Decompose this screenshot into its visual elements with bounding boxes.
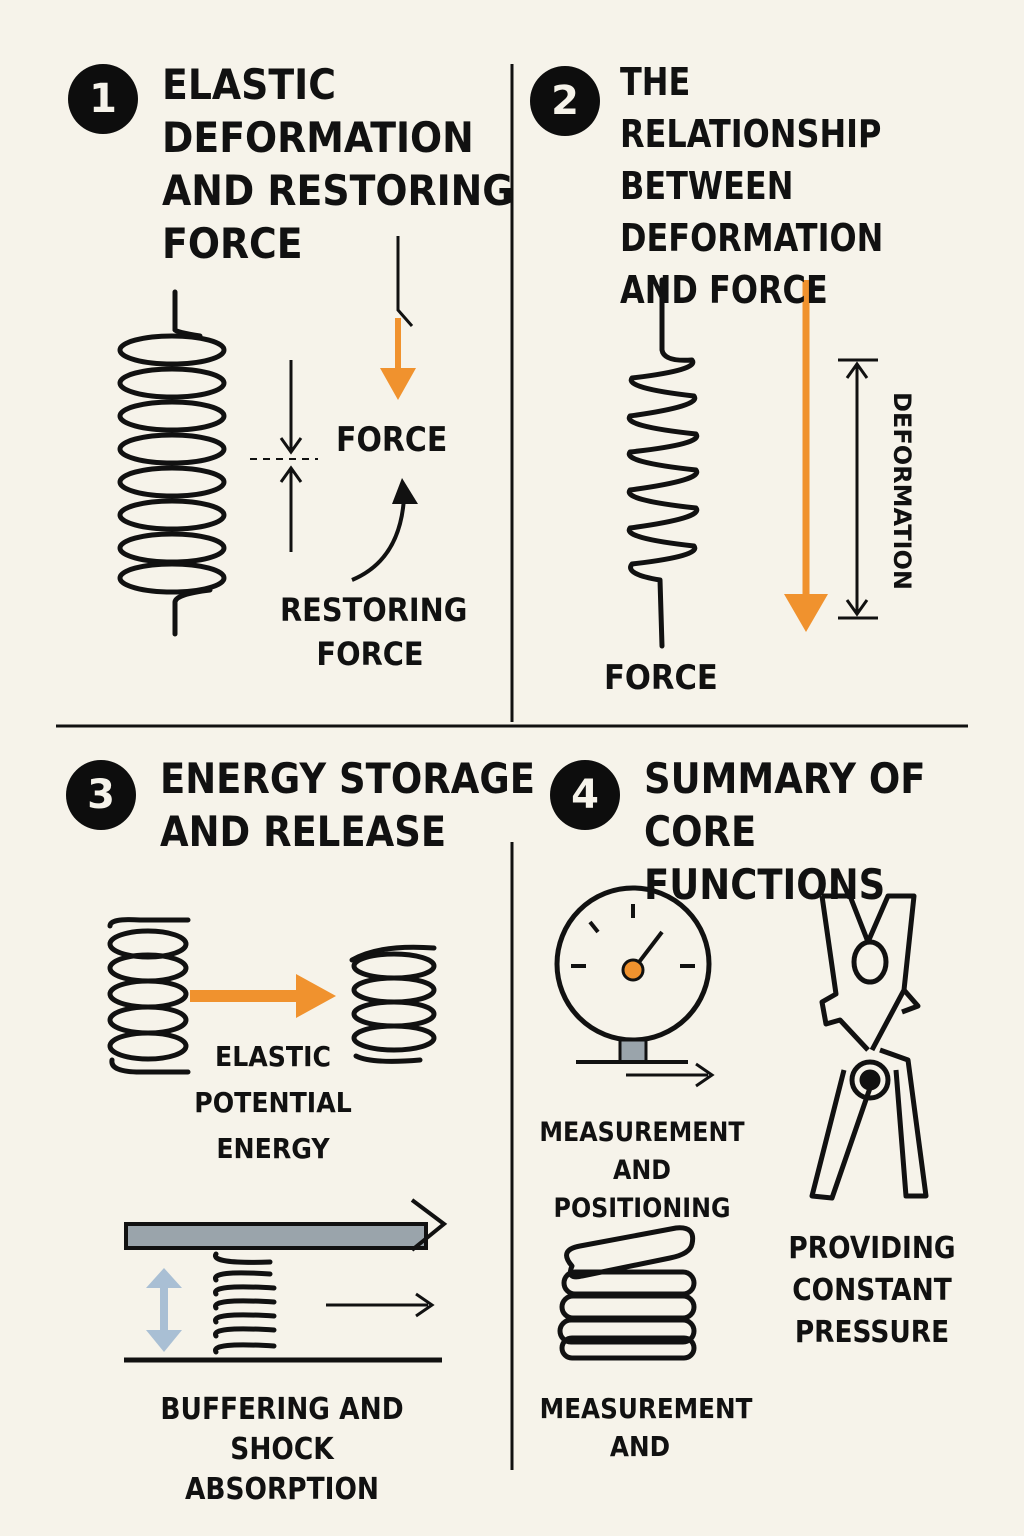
released-spring-icon [349, 944, 437, 1064]
coil-spring-icon [117, 289, 227, 637]
flat-spring-stack-icon [557, 1225, 697, 1361]
restoring-force-label: RESTORING FORCE [280, 591, 468, 673]
zigzag-spring-icon [626, 277, 700, 649]
deformation-label: DEFORMATION [888, 392, 916, 590]
section-3-title: ENERGY STORAGE AND RELEASE [160, 754, 535, 856]
section-4-number-badge: 4 [550, 760, 620, 830]
section-1-title: ELASTIC DEFORMATION AND RESTORING FORCE [162, 60, 514, 268]
elastic-potential-energy-label: ELASTIC POTENTIAL ENERGY [194, 1040, 352, 1165]
gauge-icon [554, 885, 715, 1088]
energy-transfer-arrow [190, 974, 336, 1018]
compressed-spring-icon [107, 917, 191, 1075]
deformation-dimension [838, 358, 878, 620]
section-2-number-badge: 2 [530, 66, 600, 136]
section-1-number-badge: 1 [68, 64, 138, 134]
orange-force-arrow [784, 280, 828, 632]
measurement-positioning-label: MEASUREMENT AND POSITIONING [539, 1117, 745, 1224]
force-arrow [380, 236, 416, 400]
shock-absorber-icon [124, 1198, 448, 1363]
section-3-number-badge: 3 [66, 760, 136, 830]
grid-dividers [56, 64, 968, 1470]
compression-arrows [250, 360, 318, 552]
section-4-title: SUMMARY OF CORE FUNCTIONS [644, 754, 926, 909]
restoring-force-arrow [351, 478, 418, 582]
clothespin-icon [809, 893, 929, 1201]
constant-pressure-label: PROVIDING CONSTANT PRESSURE [788, 1231, 956, 1350]
force-label-2: FORCE [604, 658, 718, 698]
force-label: FORCE [336, 420, 448, 460]
measurement-and-label: MEASUREMENT AND [539, 1392, 753, 1463]
buffering-label: BUFFERING AND SHOCK ABSORPTION [160, 1392, 404, 1507]
section-2-title: THE RELATIONSHIP BETWEEN DEFORMATION AND… [620, 60, 884, 312]
